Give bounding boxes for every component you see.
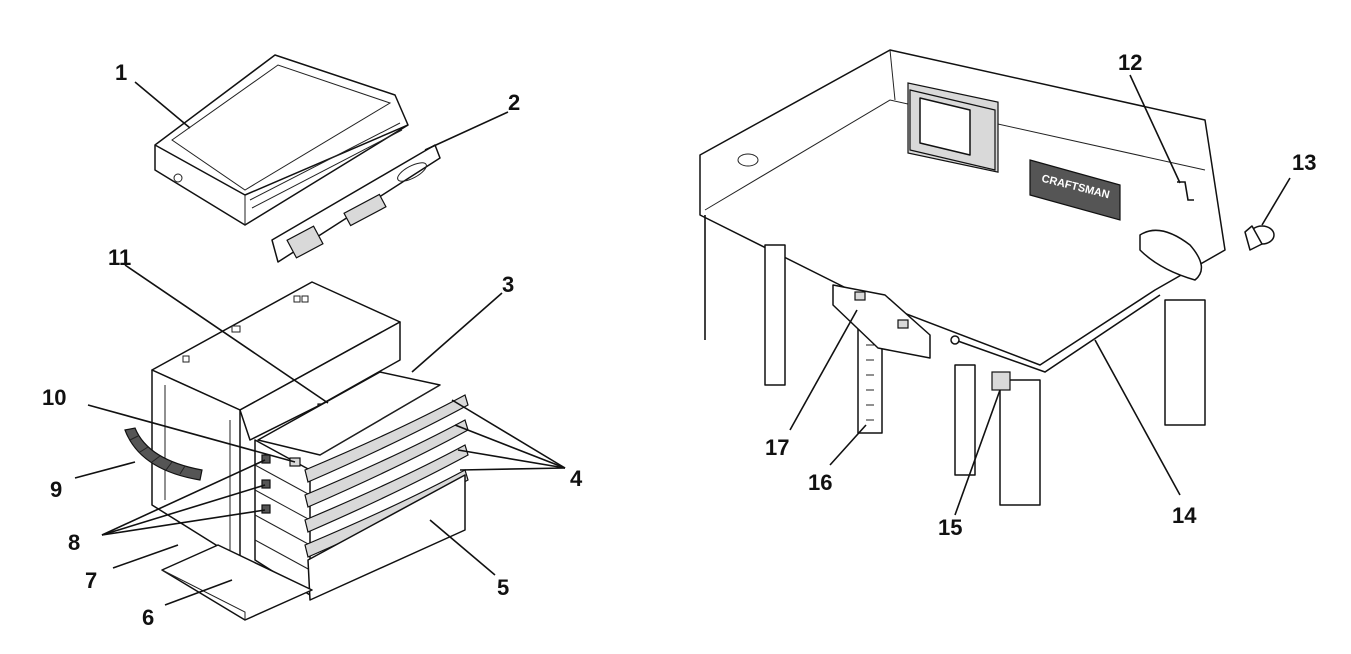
part-13-plug [1244,225,1275,251]
callout-13: 13 [1292,150,1316,175]
callout-2: 2 [508,90,520,115]
callout-16: 16 [808,470,832,495]
callout-17: 17 [765,435,789,460]
part-2-front-trim [271,144,441,263]
callout-4: 4 [570,466,583,491]
callout-6: 6 [142,605,154,630]
callout-7: 7 [85,568,97,593]
callout-3: 3 [502,272,514,297]
callout-8: 8 [68,530,80,555]
cabinet-posts [704,215,1206,506]
part-6-base-plate [161,544,313,621]
callout-labels: 1 2 3 4 5 6 7 8 9 10 11 12 13 14 15 16 1… [42,50,1316,630]
cabinet-top-panel: CRAFTSMAN [699,49,1226,366]
callout-12: 12 [1118,50,1142,75]
part-14-rod [950,294,1161,373]
part-12-hook [1177,181,1194,201]
part-15-clip [991,371,1011,391]
right-assembly: CRAFTSMAN [699,49,1275,506]
part-4-drawer-handles [304,394,469,558]
part-1-lid [154,54,409,226]
callout-9: 9 [50,477,62,502]
part-3-drawer-slide [257,371,441,456]
callout-11: 11 [108,245,131,270]
callout-5: 5 [497,575,509,600]
part-17-bracket [832,284,931,359]
callout-10: 10 [42,385,66,410]
leader-lines [74,74,1291,606]
callout-1: 1 [115,60,127,85]
callout-14: 14 [1172,503,1197,528]
left-assembly [124,54,469,621]
part-5-drawer-front [307,474,466,601]
callout-15: 15 [938,515,962,540]
part-9-handle-strap [124,427,203,481]
